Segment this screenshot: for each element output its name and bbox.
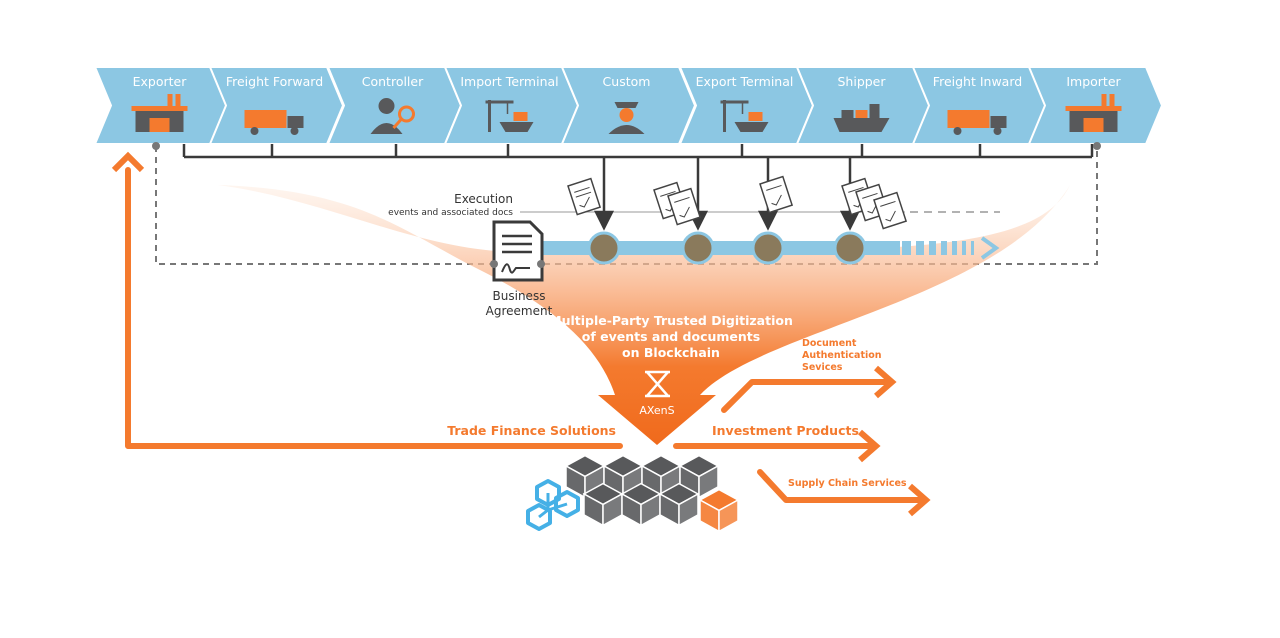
block-cube — [564, 454, 606, 499]
block-cube — [658, 482, 700, 527]
funnel-text-1: Multiple-Party Trusted Digitization — [549, 313, 793, 328]
stage-chevron: Custom — [560, 66, 697, 145]
blockchain-timeline — [540, 236, 1000, 260]
business-agreement-label-1: Business — [493, 289, 546, 303]
blockchain-logo-icon — [526, 479, 580, 531]
stage-chevron: Import Terminal — [443, 66, 580, 145]
investment-label: Investment Products — [712, 423, 859, 438]
stage-connector-bracket — [182, 144, 1094, 159]
factory-icon — [1065, 94, 1122, 132]
stage-label: Custom — [603, 74, 651, 89]
stage-label: Import Terminal — [460, 74, 558, 89]
block-cube — [620, 482, 662, 527]
doc-auth-label-3: Sevices — [802, 362, 843, 373]
document-stack-icon — [567, 175, 908, 230]
business-agreement-label-2: Agreement — [486, 304, 553, 318]
stage-chevron: Importer — [1027, 66, 1164, 145]
doc-auth-label-1: Document — [802, 338, 857, 349]
funnel-text-2: of events and documents — [582, 329, 760, 344]
factory-icon — [131, 94, 188, 132]
timeline-node — [681, 231, 715, 265]
blockchain-cubes-icon — [564, 454, 740, 533]
stage-chevron: Freight Forward — [208, 66, 345, 145]
stage-label: Importer — [1066, 74, 1121, 89]
arrow-heads — [111, 151, 931, 517]
customs-officer-icon — [608, 102, 645, 134]
cargo-ship-icon — [833, 104, 890, 132]
truck-icon — [947, 110, 1007, 135]
timeline-node — [587, 231, 621, 265]
block-cube — [678, 454, 720, 499]
stage-chevron: Shipper — [795, 66, 932, 145]
event-arrows — [593, 158, 861, 231]
stage-label: Freight Inward — [933, 74, 1022, 89]
execution-subtitle: events and associated docs — [388, 208, 513, 218]
crane-ship-icon — [485, 100, 534, 132]
stage-label: Freight Forward — [226, 74, 323, 89]
axens-logo-icon — [645, 370, 670, 398]
timeline-node — [751, 231, 785, 265]
stage-label: Export Terminal — [696, 74, 794, 89]
stage-chevron: Freight Inward — [911, 66, 1048, 145]
inspector-icon — [370, 98, 415, 134]
funnel-text-3: on Blockchain — [622, 345, 720, 360]
stage-chevron: Exporter — [93, 66, 230, 145]
brand-name: AXenS — [639, 404, 674, 417]
process-chevron-banner: Exporter Freight Forward Controller Import … — [93, 66, 1164, 145]
doc-auth-label-2: Authentication — [802, 350, 882, 361]
block-cube — [698, 488, 740, 533]
stage-label: Exporter — [133, 74, 188, 89]
timeline-node — [833, 231, 867, 265]
stage-label: Shipper — [837, 74, 886, 89]
supply-chain-label: Supply Chain Services — [788, 478, 907, 489]
stage-chevron: Controller — [326, 66, 463, 145]
stage-chevron: Export Terminal — [678, 66, 815, 145]
stage-label: Controller — [362, 74, 424, 89]
truck-icon — [244, 110, 304, 135]
execution-title: Execution — [454, 192, 513, 206]
trade-finance-label: Trade Finance Solutions — [447, 423, 616, 438]
output-arrows — [125, 167, 925, 503]
business-agreement-document-icon — [490, 220, 545, 282]
crane-ship-icon — [720, 100, 769, 132]
timeline-nodes — [587, 231, 867, 265]
